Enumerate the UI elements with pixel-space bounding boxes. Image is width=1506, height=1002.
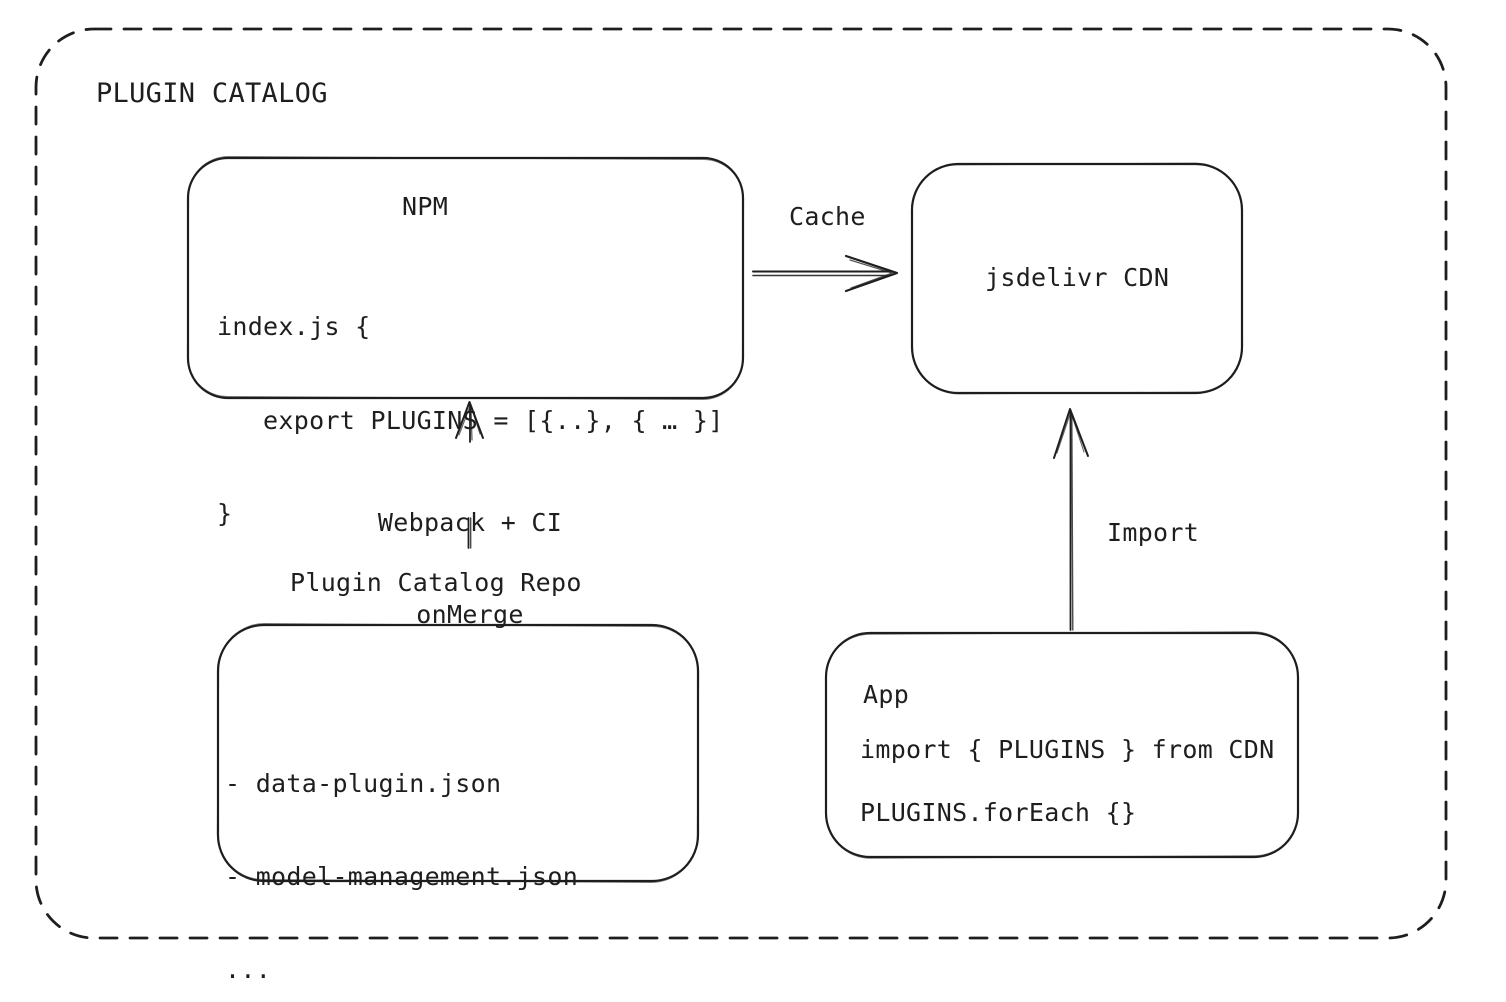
npm-code-line: export PLUGINS = [{..}, { … }] bbox=[217, 405, 724, 435]
import-arrow bbox=[1053, 408, 1089, 631]
npm-code-line: } bbox=[217, 499, 233, 528]
app-code-line-foreach: PLUGINS.forEach {} bbox=[860, 798, 1137, 827]
repo-node-label: Plugin Catalog Repo bbox=[290, 568, 582, 597]
repo-file-item: - data-plugin.json bbox=[225, 769, 502, 798]
app-box-sketch bbox=[824, 631, 1300, 859]
app-code-line-import: import { PLUGINS } from CDN bbox=[860, 735, 1275, 764]
build-edge-label-line1: Webpack + CI bbox=[377, 508, 563, 537]
cache-edge-label: Cache bbox=[789, 202, 866, 231]
npm-code-line: index.js { bbox=[217, 312, 371, 341]
cdn-node-label: jsdelivr CDN bbox=[985, 263, 1170, 292]
cdn-box-sketch bbox=[910, 162, 1244, 395]
catalog-title: PLUGIN CATALOG bbox=[96, 78, 328, 109]
cache-arrow bbox=[752, 254, 899, 293]
catalog-boundary bbox=[34, 27, 1448, 940]
repo-file-item: - model-management.json bbox=[225, 862, 579, 891]
import-edge-label: Import bbox=[1107, 518, 1200, 547]
npm-box-sketch bbox=[186, 155, 745, 401]
build-arrow bbox=[455, 401, 484, 549]
build-edge-label-line2: onMerge bbox=[416, 600, 524, 629]
build-edge-label: Webpack + CI onMerge bbox=[350, 446, 590, 692]
repo-box-sketch bbox=[216, 623, 700, 883]
repo-file-list: - data-plugin.json - model-management.js… bbox=[225, 706, 578, 1002]
npm-node-title: NPM bbox=[402, 192, 449, 221]
repo-file-item: ... bbox=[225, 955, 272, 984]
app-node-title: App bbox=[863, 680, 910, 709]
npm-code: index.js { export PLUGINS = [{..}, { … }… bbox=[217, 249, 724, 592]
